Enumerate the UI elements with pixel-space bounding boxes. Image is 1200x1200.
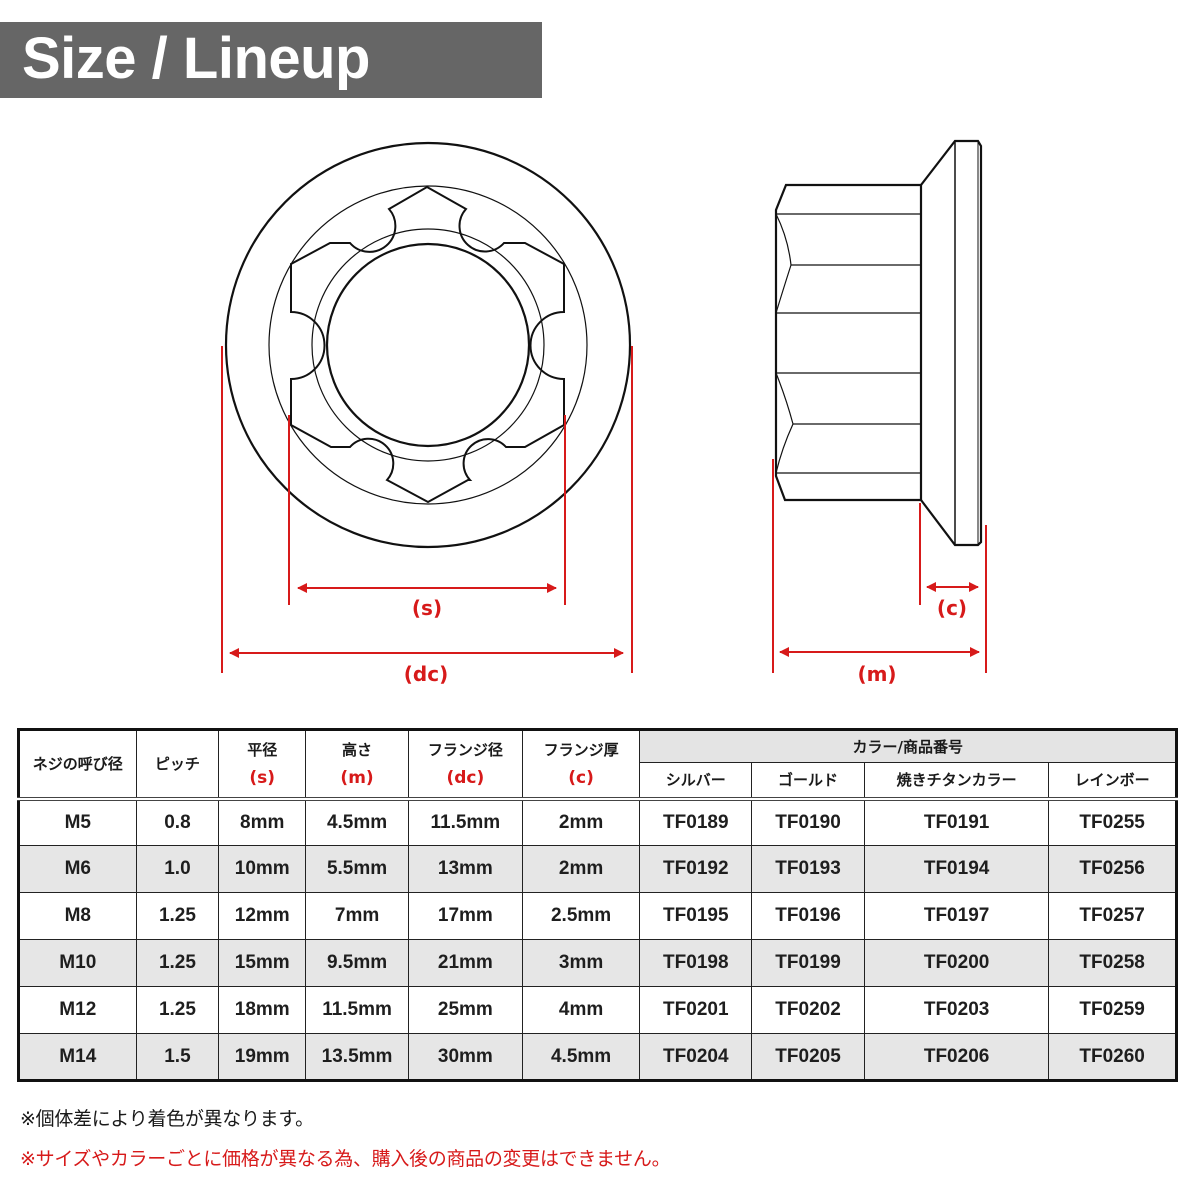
- cell-nominal: M10: [18, 939, 137, 987]
- cell-code-rainbow: TF0256: [1048, 845, 1177, 893]
- cell-pitch: 1.25: [135, 939, 220, 987]
- header-flange-diameter-dc: フランジ径 (dc): [407, 729, 523, 799]
- table-row: M8 1.25 12mm 7mm 17mm 2.5mm TF0195 TF019…: [18, 892, 1177, 940]
- cell-code-burnt-titanium: TF0191: [863, 798, 1050, 846]
- cell-code-rainbow: TF0257: [1048, 892, 1177, 940]
- cell-s: 18mm: [218, 986, 307, 1034]
- cell-pitch: 1.25: [135, 986, 220, 1034]
- cell-s: 15mm: [218, 939, 307, 987]
- note-color-variation: ※個体差により着色が異なります。: [20, 1108, 314, 1130]
- cell-nominal: M6: [18, 845, 137, 893]
- cell-s: 19mm: [218, 1033, 307, 1081]
- header-color-product-code: カラー/商品番号: [639, 729, 1177, 763]
- flange-nut-front-view-icon: [224, 141, 632, 549]
- cell-c: 3mm: [521, 939, 641, 987]
- cell-dc: 11.5mm: [407, 798, 523, 846]
- cell-code-burnt-titanium: TF0197: [863, 892, 1050, 940]
- cell-code-silver: TF0195: [639, 892, 753, 940]
- cell-s: 12mm: [218, 892, 307, 940]
- cell-code-gold: TF0193: [751, 845, 865, 893]
- cell-code-rainbow: TF0259: [1048, 986, 1177, 1034]
- cell-dc: 13mm: [407, 845, 523, 893]
- flange-nut-side-view-icon: [774, 139, 983, 547]
- cell-s: 8mm: [218, 798, 307, 846]
- title-banner: Size / Lineup: [0, 22, 542, 98]
- table-row: M10 1.25 15mm 9.5mm 21mm 3mm TF0198 TF01…: [18, 939, 1177, 987]
- dimension-drawing: [221, 139, 987, 673]
- dimension-label-c: (c): [936, 596, 968, 620]
- cell-code-gold: TF0190: [751, 798, 865, 846]
- cell-pitch: 1.25: [135, 892, 220, 940]
- cell-dc: 17mm: [407, 892, 523, 940]
- table-row: M12 1.25 18mm 11.5mm 25mm 4mm TF0201 TF0…: [18, 986, 1177, 1034]
- cell-m: 11.5mm: [305, 986, 409, 1034]
- cell-code-burnt-titanium: TF0203: [863, 986, 1050, 1034]
- cell-dc: 21mm: [407, 939, 523, 987]
- cell-code-gold: TF0199: [751, 939, 865, 987]
- cell-code-rainbow: TF0255: [1048, 798, 1177, 846]
- cell-m: 9.5mm: [305, 939, 409, 987]
- header-nominal-diameter: ネジの呼び径: [18, 729, 137, 799]
- note-no-exchange: ※サイズやカラーごとに価格が異なる為、購入後の商品の変更はできません。: [20, 1148, 671, 1170]
- cell-c: 2mm: [521, 798, 641, 846]
- cell-m: 5.5mm: [305, 845, 409, 893]
- front-view-dimension-lines: [221, 346, 633, 673]
- side-view-dimension-lines: [772, 459, 987, 673]
- table-row: M14 1.5 19mm 13.5mm 30mm 4.5mm TF0204 TF…: [18, 1033, 1177, 1081]
- cell-c: 2.5mm: [521, 892, 641, 940]
- cell-dc: 25mm: [407, 986, 523, 1034]
- header-color-rainbow: レインボー: [1048, 762, 1177, 799]
- cell-dc: 30mm: [407, 1033, 523, 1081]
- cell-code-silver: TF0192: [639, 845, 753, 893]
- dimension-label-m: (m): [857, 662, 897, 686]
- cell-nominal: M8: [18, 892, 137, 940]
- header-color-silver: シルバー: [639, 762, 753, 799]
- header-height-m: 高さ (m): [305, 729, 409, 799]
- cell-m: 13.5mm: [305, 1033, 409, 1081]
- cell-code-burnt-titanium: TF0206: [863, 1033, 1050, 1081]
- header-pitch: ピッチ: [135, 729, 220, 799]
- cell-code-burnt-titanium: TF0194: [863, 845, 1050, 893]
- cell-c: 4.5mm: [521, 1033, 641, 1081]
- header-color-gold: ゴールド: [751, 762, 865, 799]
- cell-code-burnt-titanium: TF0200: [863, 939, 1050, 987]
- table-row: M5 0.8 8mm 4.5mm 11.5mm 2mm TF0189 TF019…: [18, 798, 1177, 846]
- cell-c: 2mm: [521, 845, 641, 893]
- cell-code-silver: TF0198: [639, 939, 753, 987]
- cell-nominal: M5: [18, 798, 137, 846]
- cell-pitch: 0.8: [135, 798, 220, 846]
- cell-s: 10mm: [218, 845, 307, 893]
- size-lineup-table: ネジの呼び径 ピッチ 平径 (s) 高さ (m) フランジ径 (dc) フランジ…: [17, 728, 1178, 1082]
- cell-code-silver: TF0201: [639, 986, 753, 1034]
- cell-c: 4mm: [521, 986, 641, 1034]
- cell-pitch: 1.0: [135, 845, 220, 893]
- cell-code-silver: TF0189: [639, 798, 753, 846]
- dimension-label-s: (s): [411, 596, 443, 620]
- cell-m: 7mm: [305, 892, 409, 940]
- cell-m: 4.5mm: [305, 798, 409, 846]
- cell-code-gold: TF0202: [751, 986, 865, 1034]
- table-row: M6 1.0 10mm 5.5mm 13mm 2mm TF0192 TF0193…: [18, 845, 1177, 893]
- cell-pitch: 1.5: [135, 1033, 220, 1081]
- cell-code-gold: TF0205: [751, 1033, 865, 1081]
- header-flange-thickness-c: フランジ厚 (c): [521, 729, 641, 799]
- cell-code-rainbow: TF0258: [1048, 939, 1177, 987]
- header-color-burnt-titanium: 焼きチタンカラー: [863, 762, 1050, 799]
- cell-code-gold: TF0196: [751, 892, 865, 940]
- cell-nominal: M14: [18, 1033, 137, 1081]
- dimension-label-dc: (dc): [403, 662, 449, 686]
- cell-nominal: M12: [18, 986, 137, 1034]
- page-title: Size / Lineup: [22, 26, 371, 91]
- header-width-s: 平径 (s): [218, 729, 307, 799]
- cell-code-silver: TF0204: [639, 1033, 753, 1081]
- cell-code-rainbow: TF0260: [1048, 1033, 1177, 1081]
